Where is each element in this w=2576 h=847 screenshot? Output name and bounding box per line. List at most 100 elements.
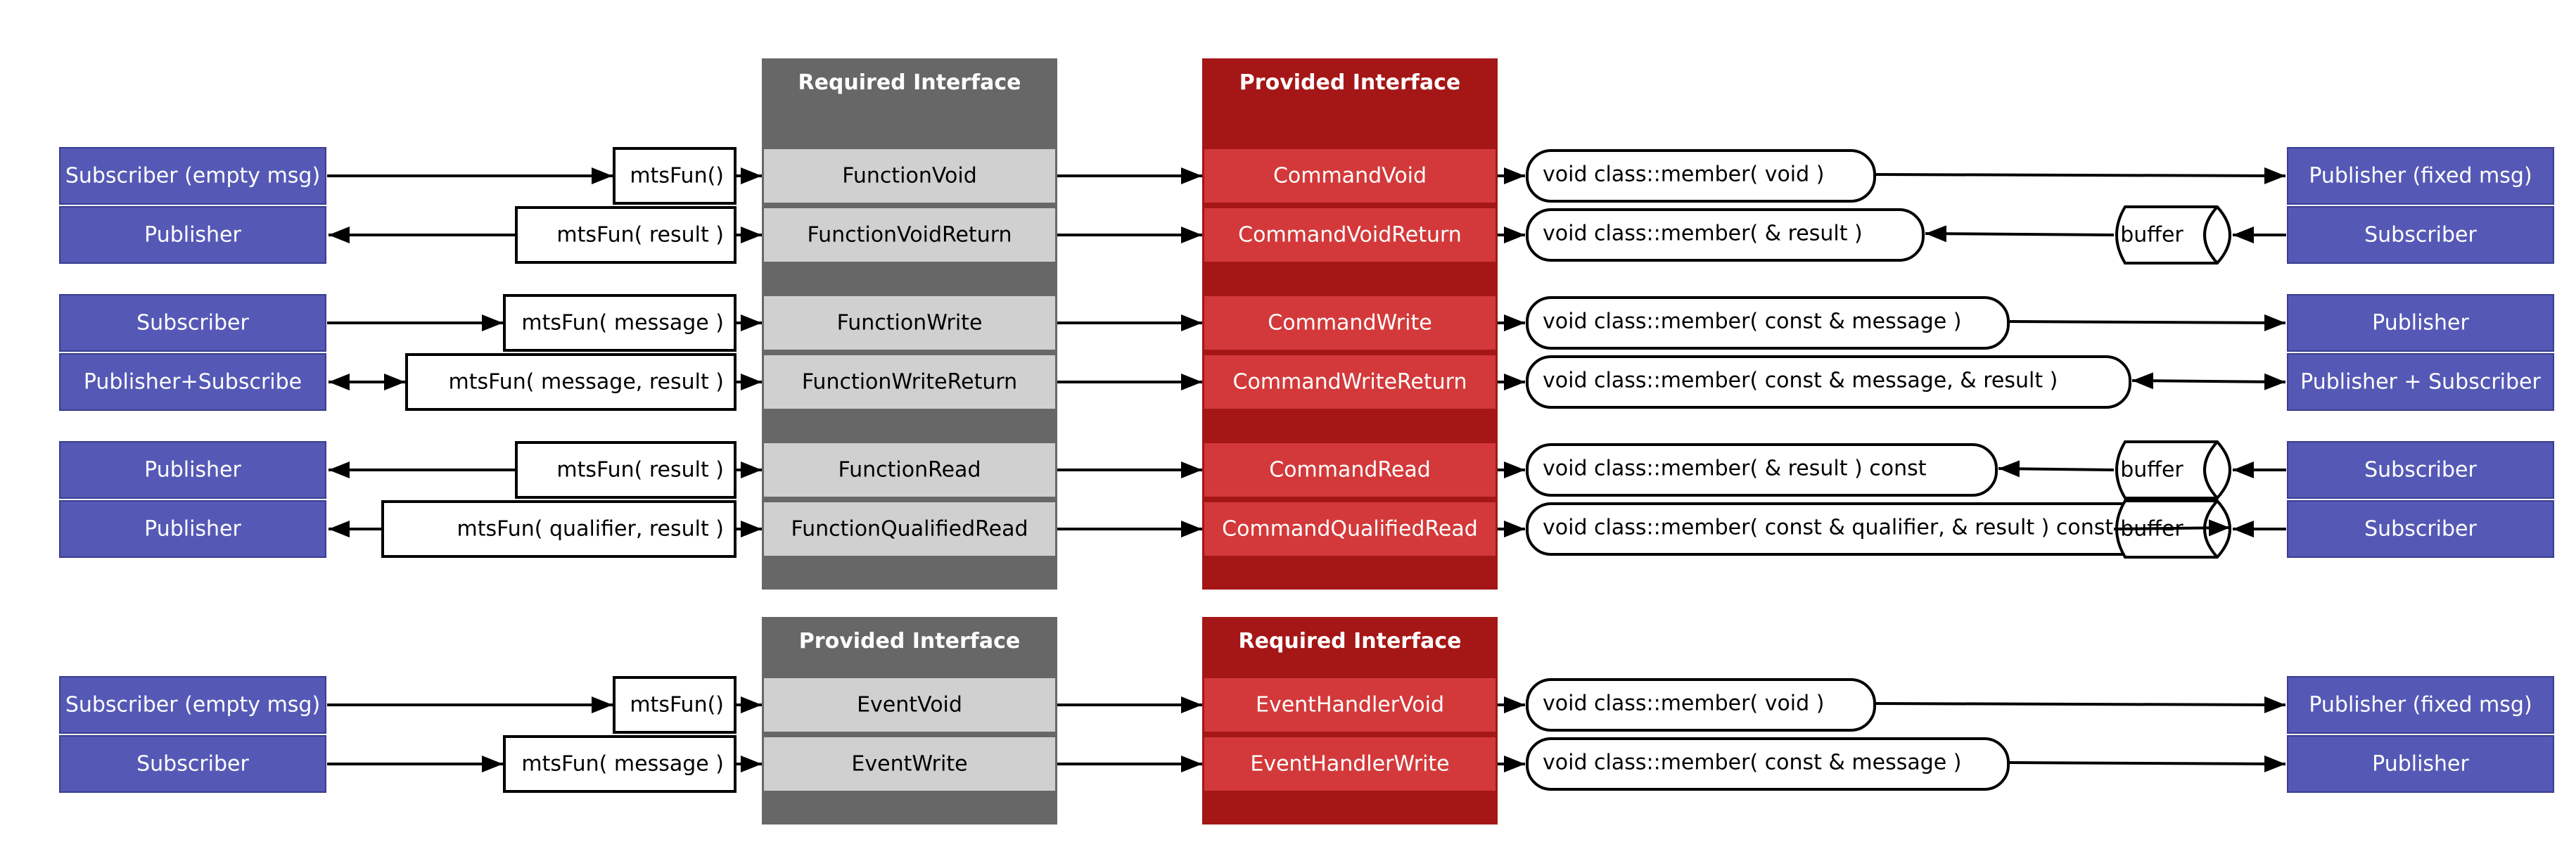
left-endpoint-box: Subscriber [59,735,326,793]
command-cell-rect [1204,355,1496,409]
mtsfun-wrapper-label: mtsFun( result ) [556,223,724,248]
left-endpoint-box: Subscriber (empty msg) [59,147,326,205]
right-endpoint-label: Subscriber [2364,458,2477,483]
right-endpoint-label: Publisher + Subscriber [2300,370,2541,395]
buffer-to-member-arrow [1925,225,2115,243]
right-endpoint-box: Subscriber [2287,441,2554,499]
command-cell-label: CommandRead [1269,458,1431,483]
member-function-pill-rect [1526,149,1876,203]
right-endpoint-rect [2287,353,2554,411]
buffer-shape: buffer [2115,440,2231,499]
mtsfun-wrapper-box: mtsFun( qualifier, result ) [381,500,737,558]
left-endpoint-rect [59,206,326,264]
function-cell: FunctionVoid [764,149,1055,203]
function-cell: EventWrite [764,737,1055,791]
right-endpoint-rect [2287,676,2554,734]
right-endpoint-label: Subscriber [2364,223,2477,248]
member-function-pill: void class::member( & result ) [1526,208,1925,262]
mtsfun-wrapper-rect [503,735,737,793]
mtsfun-wrapper-box: mtsFun( message, result ) [405,353,737,411]
command-cell-rect [1204,208,1496,262]
right-endpoint-box: Publisher [2287,735,2554,793]
member-function-pill-rect [1526,296,2010,350]
mtsfun-wrapper-label: mtsFun() [630,164,724,189]
member-function-pill: void class::member( void ) [1526,149,1876,203]
buffer-label: buffer [2120,223,2183,248]
mtsfun-wrapper-rect [515,206,737,264]
member-function-pill-rect [1526,355,2131,409]
function-cell-rect [764,355,1055,409]
function-cell-rect [764,296,1055,350]
left-endpoint-rect [59,441,326,499]
function-cell-label: EventVoid [857,693,962,718]
right-endpoint-rect [2287,206,2554,264]
bottom-left-panel-title: Provided Interface [799,629,1020,654]
mtsfun-wrapper-rect [503,294,737,352]
left-endpoint-rect [59,353,326,411]
command-cell-rect [1204,149,1496,203]
right-endpoint-rect [2287,294,2554,352]
right-endpoint-label: Publisher [2372,311,2469,336]
function-cell: FunctionWriteReturn [764,355,1055,409]
function-cell-rect [764,678,1055,732]
buffer-inner-curve [2203,440,2219,499]
mtsfun-wrapper-label: mtsFun() [630,693,724,718]
member-function-label: void class::member( const & qualifier, &… [1543,516,2113,540]
mtsfun-wrapper-box: mtsFun() [613,676,737,734]
mtsfun-wrapper-rect [515,441,737,499]
left-endpoint-box: Publisher [59,500,326,558]
right-endpoint-box: Publisher [2287,294,2554,352]
left-endpoint-box: Publisher+Subscribe [59,353,326,411]
command-cell: CommandVoid [1204,149,1496,203]
mtsfun-wrapper-rect [613,147,737,205]
buffer-label: buffer [2120,458,2183,483]
function-cell-rect [764,208,1055,262]
function-cell-label: FunctionWriteReturn [802,370,1017,395]
member-function-pill-rect [1526,678,1876,732]
command-cell-rect [1204,678,1496,732]
member-function-pill-rect [1526,208,1925,262]
member-function-label: void class::member( & result ) [1543,222,1863,246]
mtsfun-wrapper-box: mtsFun( message ) [503,294,737,352]
command-cell: CommandWrite [1204,296,1496,350]
mtsfun-wrapper-box: mtsFun( result ) [515,441,737,499]
command-cell-label: CommandVoidReturn [1238,223,1462,248]
mtsfun-wrapper-label: mtsFun( message, result ) [448,370,724,395]
member-function-pill: void class::member( const & message ) [1526,737,2010,791]
buffer-to-member-arrow [2113,519,2231,537]
command-cell: EventHandlerVoid [1204,678,1496,732]
mtsfun-wrapper-rect [613,676,737,734]
left-endpoint-label: Subscriber [136,311,249,336]
member-to-endpoint-arrow [1875,696,2286,713]
member-to-endpoint-arrow [2009,314,2286,331]
member-function-label: void class::member( & result ) const [1543,457,1927,481]
right-endpoint-rect [2287,500,2554,558]
member-function-pill: void class::member( void ) [1526,678,1876,732]
member-function-label: void class::member( void ) [1543,692,1824,716]
member-function-label: void class::member( const & message, & r… [1543,369,2058,393]
mtsfun-wrapper-rect [405,353,737,411]
command-cell-label: EventHandlerWrite [1250,752,1449,777]
top-right-panel-title: Provided Interface [1239,70,1460,95]
function-cell-rect [764,737,1055,791]
right-endpoint-label: Publisher (fixed msg) [2309,693,2532,718]
function-cell: EventVoid [764,678,1055,732]
left-endpoint-label: Publisher [144,458,241,483]
left-endpoint-box: Subscriber [59,294,326,352]
mtsfun-wrapper-rect [381,500,737,558]
mtsfun-wrapper-box: mtsFun( message ) [503,735,737,793]
member-function-label: void class::member( const & message ) [1543,751,1961,775]
right-endpoint-box: Subscriber [2287,206,2554,264]
left-endpoint-box: Publisher [59,206,326,264]
bottom-right-panel-title: Required Interface [1238,629,1461,654]
member-function-pill: void class::member( const & message, & r… [1526,355,2131,409]
right-endpoint-label: Subscriber [2364,517,2477,542]
mtsfun-wrapper-box: mtsFun( result ) [515,206,737,264]
command-cell-rect [1204,502,1496,556]
left-endpoint-rect [59,294,326,352]
right-endpoint-box: Subscriber [2287,500,2554,558]
